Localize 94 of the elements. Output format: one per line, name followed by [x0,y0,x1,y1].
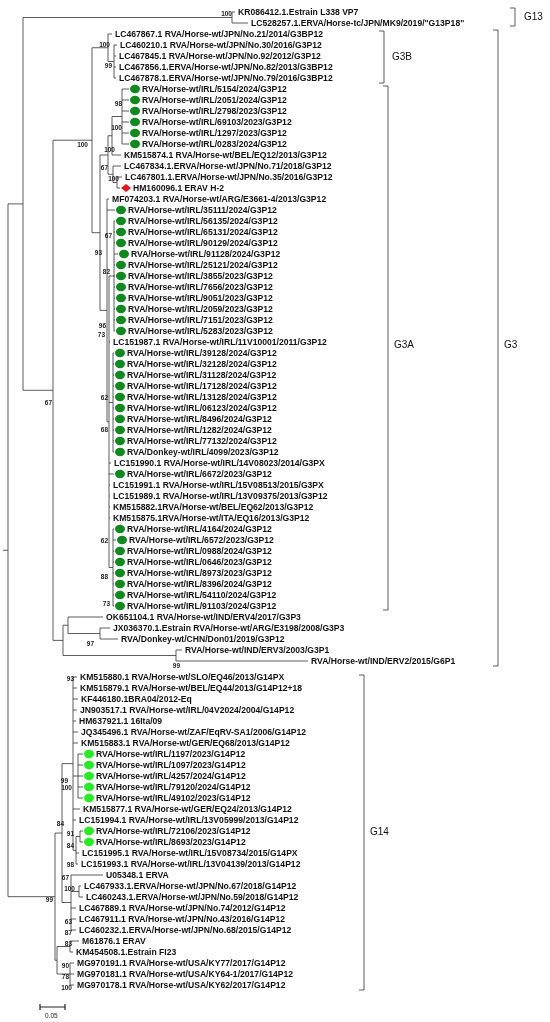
sequence-label: LC467845.1 RVA/Horse-wt/JPN/No.92/2012/G3P12 [119,51,321,61]
sequence-label: RVA/Horse-wt/IRL/1097/2023/G14P12 [96,760,246,770]
sequence-label: RVA/Horse-wt/IRL/8973/2023/G3P12 [127,568,272,578]
sequence-label: RVA/Donkey-wt/CHN/Don01/2019/G3P12 [121,634,285,644]
sequence-label: KF446180.1BRA04/2012-Eq [81,694,192,704]
sequence-label: RVA/Horse-wt/IRL/3855/2023/G3P12 [128,271,273,281]
sequence-label: RVA/Horse-wt/IND/ERV3/2003/G3P1 [185,645,330,655]
sequence-label: RVA/Horse-wt/IRL/8496/2024/G3P12 [127,414,272,424]
sequence-label: MG970191.1 RVA/Horse-wt/USA/KY77/2017/G14P12 [77,958,286,968]
sequence-label: LC467834.1.ERVA/Horse-wt/JPN/No.71/2018/G3P12 [124,161,332,171]
clade-label: G3B [392,51,412,63]
sequence-label: RVA/Horse-wt/IRL/8693/2023/G14P12 [96,837,246,847]
sequence-label: RVA/Horse-wt/IRL/65131/2024/G3P12 [128,227,278,237]
sequence-label: RVA/Horse-wt/IRL/69103/2023/G3P12 [142,117,292,127]
sequence-label: OK651104.1 RVA/Horse-wt/IND/ERV4/2017/G3P3 [106,612,301,622]
sequence-label: KM454508.1.Estrain FI23 [76,947,177,957]
sequence-label: RVA/Horse-wt/IRL/7656/2023/G3P12 [128,282,273,292]
sequence-label: RVA/Horse-wt/IRL/7151/2023/G3P12 [128,315,273,325]
sequence-label: RVA/Horse-wt/IRL/2059/2023/G3P12 [128,304,273,314]
sequence-label: RVA/Horse-wt/IRL/91103/2024/G3P12 [127,601,277,611]
sequence-label: RVA/Horse-wt/IRL/0283/2024/G3P12 [142,139,287,149]
sequence-label: KM515879.1 RVA/Horse-wt/BEL/EQ44/2013/G14P12+18 [80,683,303,693]
sequence-label: RVA/Horse-wt/IRL/2051/2024/G3P12 [142,95,287,105]
clade-label: G13 [524,11,543,23]
sequence-label: RVA/Horse-wt/IRL/0988/2024/G3P12 [127,546,272,556]
sequence-label: MG970181.1 RVA/Horse-wt/USA/KY64-1/2017/G14P12 [77,969,294,979]
sequence-label: KM515874.1 RVA/Horse-wt/BEL/EQ12/2013/G3P12 [124,150,327,160]
sequence-label: M61876.1 ERAV [82,936,146,946]
sequence-label: JN903517.1 RVA/Horse-wt/IRL/04V2024/2004/G14P12 [80,705,295,715]
sequence-label: LC460243.1.ERVA/Horse-wt/JPN/No.59/2018/G14P12 [86,892,299,902]
sequence-label: JQ345496.1 RVA/Horse-wt/ZAF/EqRV-SA1/2006/G14P12 [81,727,306,737]
sequence-label: RVA/Horse-wt/IRL/77132/2024/G3P12 [127,436,277,446]
sequence-label: LC151989.1 RVA/Horse-wt/IRL/13V09375/2013/G3P12 [113,491,328,501]
sequence-label: RVA/Horse-wt/IRL/72106/2023/G14P12 [96,826,251,836]
sequence-label: RVA/Horse-wt/IRL/5283/2023/G3P12 [128,326,273,336]
sequence-label: LC467933.1.ERVA/Horse-wt/JPN/No.67/2018/G14P12 [84,881,297,891]
sequence-label: JX036370.1.Estrain RVA/Horse-wt/ARG/E3198/2008/G3P3 [113,623,345,633]
sequence-label: U05348.1 ERVA [106,870,169,880]
sequence-label: LC151990.1 RVA/Horse-wt/IRL/14V08023/2014/G3PX [114,458,325,468]
sequence-label: LC460210.1 RVA/Horse-wt/JPN/No.30/2016/G3P12 [120,40,322,50]
sequence-label: LC460232.1.ERVA/Horse-wt/JPN/No.68/2015/G14P12 [79,925,292,935]
sequence-label: RVA/Horse-wt/IRL/17128/2024/G3P12 [127,381,277,391]
sequence-label: LC151991.1 RVA/Horse-wt/IRL/15V08513/2015/G3PX [113,480,324,490]
sequence-label: RVA/Horse-wt/IRL/1297/2023/G3P12 [142,128,287,138]
sequence-label: LC467911.1 RVA/Horse-wt/JPN/No.43/2016/G14P12 [79,914,286,924]
sequence-label: LC151993.1 RVA/Horse-wt/IRL/13V04139/2013/G14P12 [81,859,301,869]
sequence-label: LC467878.1.ERVA/Horse-wt/JPN/No.79/2016/G3BP12 [119,73,333,83]
sequence-label: LC151987.1 RVA/Horse-wt/IRL/11V10001/2011/G3P12 [113,337,327,347]
sequence-label: RVA/Horse-wt/IRL/39128/2024/G3P12 [127,348,277,358]
sequence-label: MG970178.1 RVA/Horse-wt/USA/KY62/2017/G14P12 [77,980,286,990]
sequence-label: RVA/Horse-wt/IRL/25121/2024/G3P12 [128,260,278,270]
sequence-label: HM160096.1 ERAV H-2 [133,183,225,193]
sequence-label: LC528257.1.ERVA/Horse-tc/JPN/MK9/2019/"G13P18" [251,18,465,28]
sequence-label: KR086412.1.Estrain L338 VP7 [238,7,359,17]
sequence-label: RVA/Horse-wt/IRL/91128/2024/G3P12 [131,249,281,259]
sequence-label: KM515882.1RVA/Horse-wt/BEL/EQ62/2013/G3P12 [113,502,314,512]
sequence-label: RVA/Horse-wt/IRL/2798/2023/G3P12 [142,106,287,116]
sequence-label: RVA/Horse-wt/IRL/9051/2023/G3P12 [128,293,273,303]
sequence-label: RVA/Horse-wt/IRL/4164/2024/G3P12 [127,524,272,534]
clade-label: G3 [504,339,518,351]
sequence-label: KM515883.1 RVA/Horse-wt/GER/EQ68/2013/G14P12 [81,738,290,748]
sequence-label: MF074203.1 RVA/Horse-wt/ARG/E3661-4/2013/G3P12 [112,194,327,204]
sequence-label: KM515875.1RVA/Horse-wt/ITA/EQ16/2013/G3P12 [113,513,310,523]
sequence-label: RVA/Horse-wt/IRL/79120/2024/G14P12 [96,782,251,792]
sequence-label: RVA/Horse-wt/IRL/6572/2023/G3P12 [129,535,274,545]
clade-label: G14 [370,826,389,838]
sequence-label: LC151994.1 RVA/Horse-wt/IRL/13V05999/2013/G14P12 [79,815,299,825]
sequence-label: RVA/Horse-wt/IRL/6672/2023/G3P12 [127,469,272,479]
sequence-label: RVA/Horse-wt/IRL/31128/2024/G3P12 [127,370,277,380]
sequence-label: KM515877.1 RVA/Horse-wt/GER/EQ24/2013/G14P12 [83,804,292,814]
sequence-label: RVA/Horse-wt/IRL/5154/2024/G3P12 [142,84,287,94]
sequence-label: LC467856.1.ERVA/Horse-wt/JPN/No.82/2013/G3BP12 [119,62,333,72]
sequence-label: LC467867.1 RVA/Horse-wt/JPN/No.21/2014/G3BP12 [115,29,323,39]
sequence-label: RVA/Donkey-wt/IRL/4099/2023/G3P12 [127,447,279,457]
sequence-label: RVA/Horse-wt/IRL/4257/2024/G14P12 [96,771,246,781]
sequence-label: LC151995.1 RVA/Horse-wt/IRL/15V08734/2015/G14PX [82,848,298,858]
sequence-label: RVA/Horse-wt/IRL/56135/2024/G3P12 [128,216,278,226]
sequence-label: RVA/Horse-wt/IRL/32128/2024/G3P12 [127,359,277,369]
sequence-label: RVA/Horse-wt/IRL/49102/2023/G14P12 [96,793,251,803]
sequence-label: RVA/Horse-wt/IRL/0646/2023/G3P12 [127,557,272,567]
sequence-label: RVA/Horse-wt/IRL/1197/2023/G14P12 [96,749,246,759]
sequence-label: RVA/Horse-wt/IRL/1282/2024/G3P12 [127,425,272,435]
sequence-label: LC467801.1.ERVA/Horse-wt/JPN/No.35/2016/G3P12 [125,172,333,182]
sequence-label: RVA/Horse-wt/IRL/8396/2024/G3P12 [127,579,272,589]
clade-label: G3A [394,339,414,351]
sequence-label: RVA/Horse-wt/IRL/35111/2024/G3P12 [128,205,277,215]
sequence-label: KM515880.1 RVA/Horse-wt/SLO/EQ46/2013/G14PX [80,672,285,682]
sequence-label: RVA/Horse-wt/IRL/54110/2024/G3P12 [127,590,277,600]
sequence-label: HM637921.1 16Ita/09 [79,716,163,726]
sequence-label: RVA/Horse-wt/IRL/06123/2024/G3P12 [127,403,277,413]
sequence-label: RVA/Horse-wt/IND/ERV2/2015/G6P1 [311,656,456,666]
sequence-label: RVA/Horse-wt/IRL/13128/2024/G3P12 [127,392,277,402]
sequence-label: RVA/Horse-wt/IRL/90129/2024/G3P12 [128,238,278,248]
sequence-label: LC467889.1 RVA/Horse-wt/JPN/No.74/2012/G14P12 [79,903,286,913]
